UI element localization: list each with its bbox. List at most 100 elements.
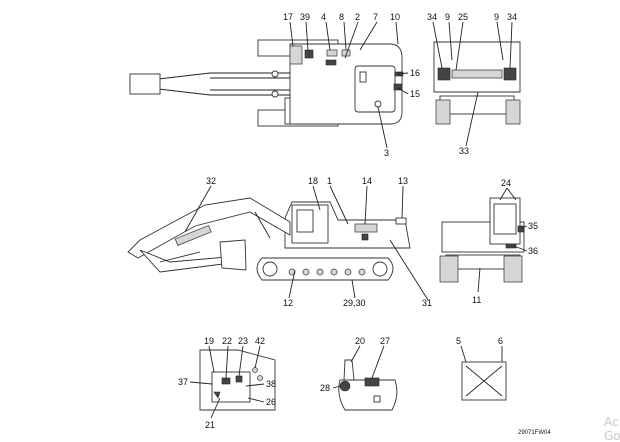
callout-17: 17 <box>283 12 293 22</box>
callout-32: 32 <box>206 176 216 186</box>
top-decal-15 <box>393 83 403 91</box>
callout-3: 3 <box>384 148 389 158</box>
top-decal-16 <box>359 71 367 83</box>
side-decal-1 <box>361 233 369 241</box>
decal-cross <box>465 365 503 397</box>
callout-33: 33 <box>459 146 469 156</box>
callout-37: 37 <box>178 377 188 387</box>
lever-decal-28 <box>339 380 351 392</box>
callout-23: 23 <box>238 336 248 346</box>
callout-34-right: 34 <box>507 12 517 22</box>
lever-base <box>338 379 398 411</box>
callout-38: 38 <box>266 379 276 389</box>
callout-20: 20 <box>355 336 365 346</box>
track-rollers <box>262 261 388 277</box>
callouts-decal: 5 6 <box>456 336 503 346</box>
control-lever-view <box>332 345 398 411</box>
lever-grip <box>343 359 355 381</box>
rear-track-left <box>435 99 451 125</box>
callout-34-left: 34 <box>427 12 437 22</box>
callout-2: 2 <box>355 12 360 22</box>
callout-28: 28 <box>320 383 330 393</box>
callouts-side: 32 18 1 14 13 12 29,30 31 <box>206 176 432 308</box>
callout-7: 7 <box>373 12 378 22</box>
callout-25: 25 <box>458 12 468 22</box>
callout-13: 13 <box>398 176 408 186</box>
callout-8: 8 <box>339 12 344 22</box>
callout-19: 19 <box>204 336 214 346</box>
callout-11: 11 <box>472 295 481 305</box>
cabin-interior-view <box>189 345 276 419</box>
side-cab-window <box>296 209 314 233</box>
top-decal-4 <box>326 49 338 57</box>
side-cylinders <box>159 211 271 263</box>
side-view-excavator <box>127 185 429 301</box>
lever-decal-box <box>373 395 381 403</box>
rear-undercarriage <box>439 95 515 115</box>
callout-35: 35 <box>528 221 538 231</box>
top-decal-3 <box>374 100 382 108</box>
rear-brand-decal-25 <box>451 69 503 79</box>
callout-12: 12 <box>283 298 293 308</box>
front-decal-35 <box>517 225 525 233</box>
callouts-lever: 20 27 28 <box>320 336 390 393</box>
callout-31: 31 <box>422 298 432 308</box>
callouts-front: 24 35 36 11 <box>472 178 538 305</box>
side-decal-13 <box>395 217 407 225</box>
cabin-decal-37 <box>213 391 221 399</box>
front-track-right <box>503 255 523 283</box>
rear-decal-34-left <box>437 67 451 81</box>
callout-10: 10 <box>390 12 400 22</box>
rear-decal-34-right <box>503 67 517 81</box>
side-bucket <box>219 239 247 271</box>
top-decal-17 <box>289 45 303 65</box>
callout-16: 16 <box>410 68 420 78</box>
drawing-code: 29071FW04 <box>518 430 551 436</box>
callouts-top: 17 39 4 8 2 7 10 16 15 3 <box>283 12 420 158</box>
callout-22: 22 <box>222 336 232 346</box>
side-decal-14 <box>354 223 378 233</box>
rear-view-excavator <box>432 21 521 147</box>
cabin-decal-23 <box>235 375 243 383</box>
callouts-cabin: 19 22 23 42 37 38 26 21 <box>178 336 276 430</box>
rear-track-right <box>505 99 521 125</box>
callout-9-right: 9 <box>494 12 499 22</box>
callout-6: 6 <box>498 336 503 346</box>
callout-29-30: 29,30 <box>343 298 366 308</box>
callout-18: 18 <box>308 176 318 186</box>
top-boom-cylinder <box>210 77 290 91</box>
callout-39: 39 <box>300 12 310 22</box>
callout-21: 21 <box>205 420 215 430</box>
callout-27: 27 <box>380 336 390 346</box>
decal-detail-view <box>460 345 507 401</box>
top-view-excavator <box>129 21 409 149</box>
rear-counterweight <box>433 41 521 93</box>
watermark-line-1: Ac <box>604 415 619 429</box>
callout-26: 26 <box>266 397 276 407</box>
cabin-decal-22 <box>221 377 231 385</box>
side-brand-decal-32 <box>174 224 212 246</box>
callout-5: 5 <box>456 336 461 346</box>
top-pin-2 <box>271 90 279 98</box>
top-decal-39 <box>304 49 314 59</box>
watermark-line-2: Go <box>604 429 620 442</box>
callout-15: 15 <box>410 89 420 99</box>
callout-24: 24 <box>501 178 511 188</box>
lever-decal-27 <box>364 377 380 387</box>
top-bucket <box>129 73 161 95</box>
callout-42: 42 <box>255 336 265 346</box>
callout-36: 36 <box>528 246 538 256</box>
callouts-rear: 34 9 25 9 34 33 <box>427 12 517 156</box>
callout-9-left: 9 <box>445 12 450 22</box>
front-cab-glass <box>493 203 517 235</box>
cabin-decal-42 <box>252 367 258 373</box>
callout-4: 4 <box>321 12 326 22</box>
callout-14: 14 <box>362 176 372 186</box>
top-decal-4b <box>325 59 337 66</box>
top-pin-1 <box>271 70 279 78</box>
front-track-left <box>439 255 459 283</box>
front-view-excavator <box>439 187 528 293</box>
front-decal-36 <box>505 243 517 249</box>
